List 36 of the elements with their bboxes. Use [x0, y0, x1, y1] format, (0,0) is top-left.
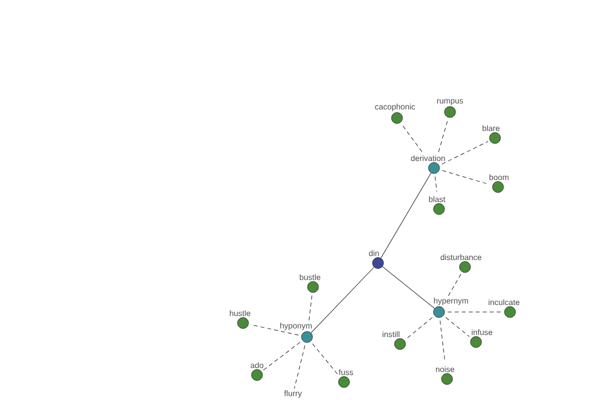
node-label: din	[369, 250, 379, 256]
node-label: bustle	[300, 274, 320, 280]
node-label: blast	[429, 196, 446, 202]
connector-line	[406, 317, 433, 340]
node-label: noise	[436, 366, 454, 372]
connector-line	[442, 141, 488, 164]
node-label: cacophonic	[375, 104, 416, 112]
node-label: inculcate	[488, 299, 520, 306]
node-label: hypernym	[434, 298, 468, 306]
connector-line	[312, 343, 340, 376]
connector-line	[401, 124, 422, 152]
node-label: hyponym	[280, 322, 312, 330]
node-label: derivation	[411, 155, 445, 162]
node-label: instill	[382, 331, 400, 338]
node-label: disturbance	[440, 254, 482, 260]
node-label: ado	[250, 362, 264, 368]
node-label: flurry	[284, 390, 302, 398]
connector-line	[440, 320, 446, 362]
connector-line	[434, 176, 438, 192]
node-label: boom	[490, 174, 508, 180]
node-label: fuss	[338, 369, 354, 376]
connector-line	[438, 119, 448, 152]
connector-line	[448, 273, 462, 296]
node-label: hustle	[230, 310, 250, 316]
connector-line	[380, 172, 432, 258]
connector-line	[382, 266, 435, 309]
node-label: blare	[482, 125, 500, 132]
connector-line	[308, 294, 312, 321]
connector-line	[294, 345, 306, 389]
node-label: rumpus	[437, 99, 464, 106]
connector-line	[442, 170, 489, 184]
connector-line	[250, 324, 299, 336]
connector-line	[310, 266, 374, 334]
connector-line	[446, 317, 470, 337]
node-label: infuse	[472, 329, 492, 336]
connector-line	[262, 342, 300, 371]
